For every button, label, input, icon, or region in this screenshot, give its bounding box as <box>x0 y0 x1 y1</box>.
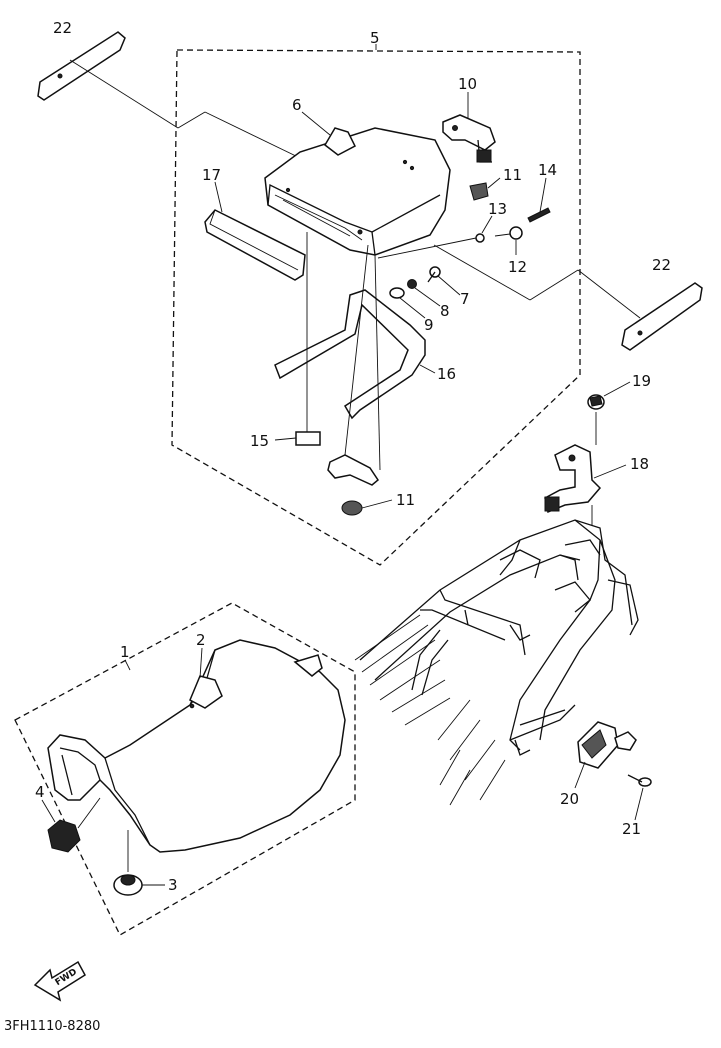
pad-15 <box>295 431 321 446</box>
leader-lines <box>41 44 644 886</box>
callout-8: 8 <box>440 302 450 320</box>
callout-numbers: 22 5 6 10 11 14 17 13 12 22 7 8 9 16 19 … <box>35 19 671 894</box>
side-cover-left <box>37 31 126 101</box>
callout-11-bottom: 11 <box>396 491 415 509</box>
bolt-7 <box>427 266 441 283</box>
bolt-12 <box>494 226 523 240</box>
washer-9 <box>389 287 405 299</box>
rear-frame <box>354 519 639 806</box>
side-cover-right <box>621 282 703 351</box>
damper-11-top <box>469 182 489 201</box>
callout-3: 3 <box>168 876 178 894</box>
callout-16: 16 <box>437 365 456 383</box>
forward-arrow-icon: FWD <box>33 960 86 1002</box>
callout-12: 12 <box>508 258 527 276</box>
callout-18: 18 <box>630 455 649 473</box>
callout-13: 13 <box>488 200 507 218</box>
bracket-lower <box>327 454 379 486</box>
screw-21 <box>627 774 652 787</box>
callout-7: 7 <box>460 290 470 308</box>
bolt-19 <box>587 394 605 410</box>
callout-22-right: 22 <box>652 256 671 274</box>
figure-code: 3FH1110-8280 <box>4 1019 100 1034</box>
seat-1 <box>47 639 346 853</box>
collar-8 <box>407 279 417 289</box>
callout-14: 14 <box>538 161 557 179</box>
callout-2: 2 <box>196 631 206 649</box>
assembly-box-1 <box>14 602 356 936</box>
callout-6: 6 <box>292 96 302 114</box>
damper-4 <box>47 797 101 853</box>
callout-15: 15 <box>250 432 269 450</box>
callout-20: 20 <box>560 790 579 808</box>
seat-lock-bracket-18 <box>544 444 602 514</box>
rear-pad <box>204 209 306 281</box>
rear-bracket-10 <box>442 114 496 163</box>
callout-1: 1 <box>120 643 130 661</box>
callout-19: 19 <box>632 372 651 390</box>
callout-10: 10 <box>458 75 477 93</box>
callout-11-top: 11 <box>503 166 522 184</box>
callout-21: 21 <box>622 820 641 838</box>
damper-3 <box>113 830 143 896</box>
grab-rail-16 <box>274 289 426 420</box>
seat-lock-20 <box>577 721 637 769</box>
callout-9: 9 <box>424 316 434 334</box>
callout-5: 5 <box>370 29 380 47</box>
screw-14 <box>527 207 551 223</box>
callout-22-left: 22 <box>53 19 72 37</box>
callout-17: 17 <box>202 166 221 184</box>
damper-11-bottom <box>341 500 363 516</box>
callout-4: 4 <box>35 783 45 801</box>
rear-seat-cowl <box>264 127 451 256</box>
assembly-box-5 <box>171 49 581 566</box>
nut-13 <box>475 233 485 243</box>
